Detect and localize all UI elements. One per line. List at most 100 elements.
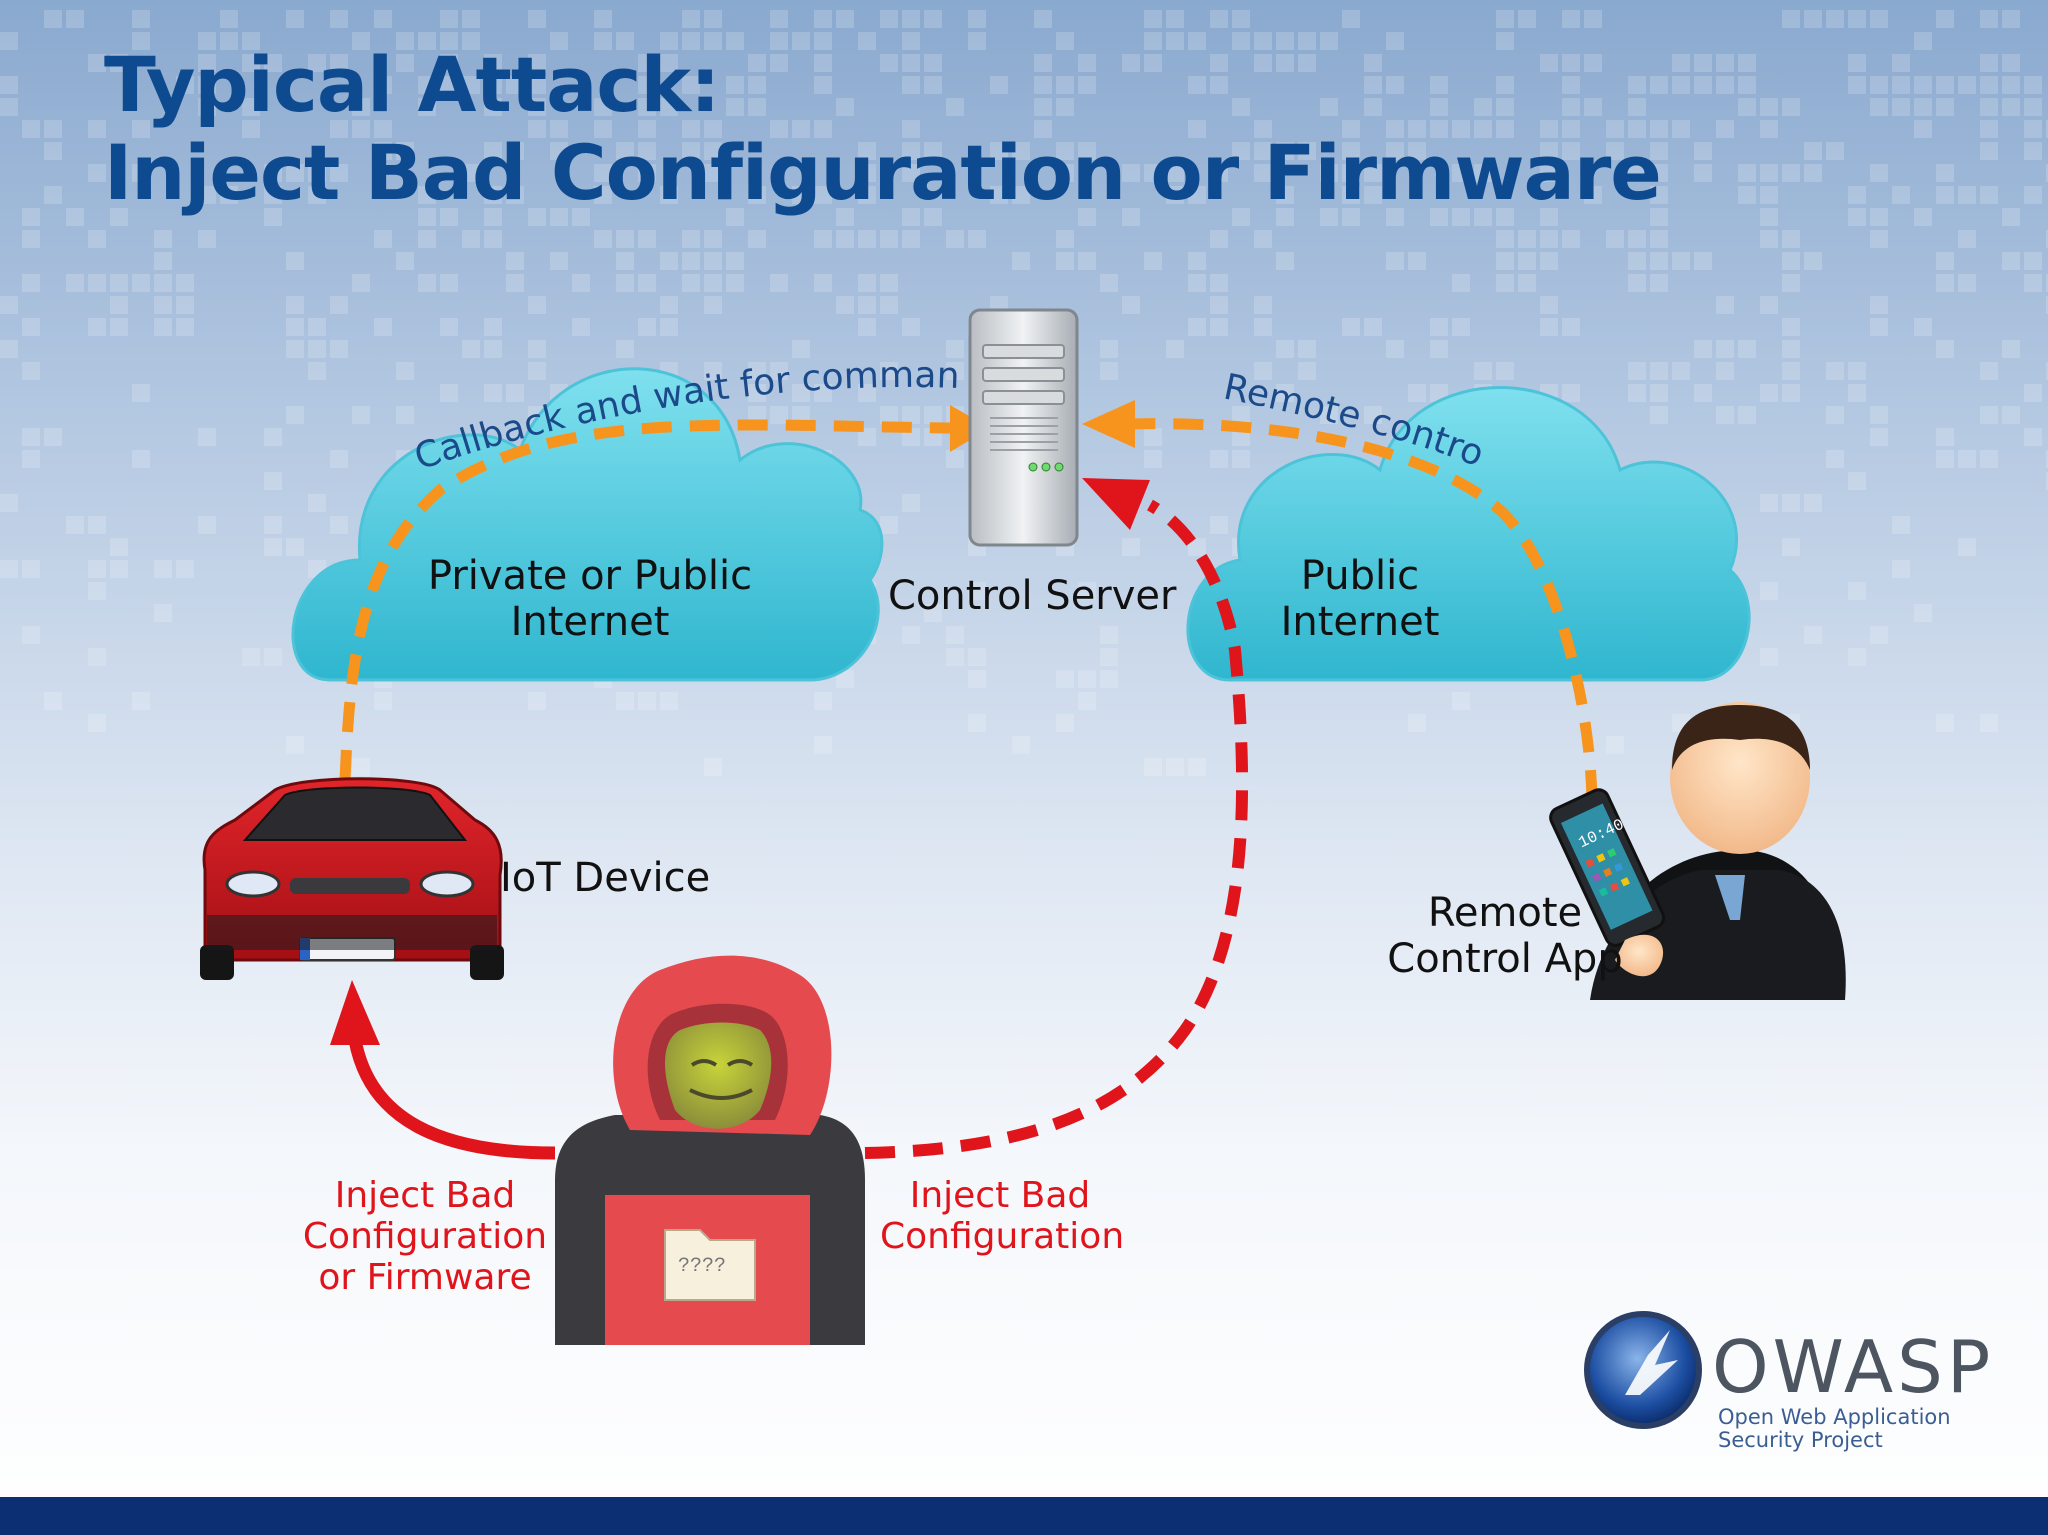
- background-grid-tile: [1496, 98, 1514, 116]
- background-grid-tile: [1540, 252, 1558, 270]
- background-grid-tile: [1562, 142, 1580, 160]
- background-grid-tile: [1848, 54, 1866, 72]
- slide-title-line2: Inject Bad Configuration or Firmware: [104, 128, 1662, 217]
- background-grid-tile: [352, 32, 370, 50]
- background-grid-tile: [1650, 362, 1668, 380]
- background-grid-tile: [528, 120, 546, 138]
- background-grid-tile: [528, 692, 546, 710]
- background-grid-tile: [1210, 450, 1228, 468]
- background-grid-tile: [836, 670, 854, 688]
- background-grid-tile: [1760, 648, 1778, 666]
- background-grid-tile: [1364, 76, 1382, 94]
- background-grid-tile: [22, 450, 40, 468]
- background-grid-tile: [1276, 32, 1294, 50]
- background-grid-tile: [792, 406, 810, 424]
- background-grid-tile: [330, 450, 348, 468]
- background-grid-tile: [1980, 98, 1998, 116]
- background-grid-tile: [22, 208, 40, 226]
- background-grid-tile: [638, 692, 656, 710]
- background-grid-tile: [1188, 274, 1206, 292]
- background-grid-tile: [814, 186, 832, 204]
- background-grid-tile: [154, 230, 172, 248]
- background-grid-tile: [1056, 164, 1074, 182]
- background-grid-tile: [2024, 98, 2042, 116]
- background-grid-tile: [1980, 362, 1998, 380]
- background-grid-tile: [1056, 98, 1074, 116]
- background-grid-tile: [1980, 406, 1998, 424]
- background-grid-tile: [1914, 32, 1932, 50]
- cloud-right-label: Public Internet: [1280, 553, 1440, 645]
- background-grid-tile: [1826, 362, 1844, 380]
- background-grid-tile: [1628, 120, 1646, 138]
- background-grid-tile: [1870, 428, 1888, 446]
- background-grid-tile: [1364, 54, 1382, 72]
- background-grid-tile: [66, 10, 84, 28]
- background-grid-tile: [1870, 98, 1888, 116]
- background-grid-tile: [1958, 538, 1976, 556]
- background-grid-tile: [880, 230, 898, 248]
- background-grid-tile: [660, 32, 678, 50]
- background-grid-tile: [1936, 340, 1954, 358]
- background-grid-tile: [418, 230, 436, 248]
- background-grid-tile: [902, 208, 920, 226]
- background-grid-tile: [1342, 142, 1360, 160]
- background-grid-tile: [1496, 76, 1514, 94]
- background-grid-tile: [748, 54, 766, 72]
- background-grid-tile: [1650, 406, 1668, 424]
- background-grid-tile: [1848, 582, 1866, 600]
- background-grid-tile: [1694, 76, 1712, 94]
- background-grid-tile: [704, 142, 722, 160]
- background-grid-tile: [1650, 230, 1668, 248]
- background-grid-tile: [176, 318, 194, 336]
- background-grid-tile: [1606, 142, 1624, 160]
- background-grid-tile: [1210, 274, 1228, 292]
- background-grid-tile: [1980, 714, 1998, 732]
- background-grid-tile: [352, 758, 370, 776]
- background-grid-tile: [352, 120, 370, 138]
- background-grid-tile: [1298, 142, 1316, 160]
- background-grid-tile: [1650, 76, 1668, 94]
- background-grid-tile: [792, 120, 810, 138]
- background-grid-tile: [858, 186, 876, 204]
- background-grid-tile: [682, 10, 700, 28]
- background-grid-tile: [1188, 120, 1206, 138]
- background-grid-tile: [66, 208, 84, 226]
- background-grid-tile: [1188, 32, 1206, 50]
- background-grid-tile: [1936, 98, 1954, 116]
- background-grid-tile: [924, 76, 942, 94]
- background-grid-tile: [1474, 120, 1492, 138]
- background-grid-tile: [132, 274, 150, 292]
- background-grid-tile: [154, 560, 172, 578]
- background-grid-tile: [1122, 538, 1140, 556]
- background-grid-tile: [1892, 76, 1910, 94]
- background-grid-tile: [1342, 10, 1360, 28]
- owasp-logo-subtitle1: Open Web Application: [1718, 1405, 1951, 1429]
- background-grid-tile: [1430, 76, 1448, 94]
- background-grid-tile: [1056, 670, 1074, 688]
- background-grid-tile: [308, 186, 326, 204]
- background-grid-tile: [1056, 76, 1074, 94]
- callback-arrow: [339, 419, 951, 781]
- background-grid-tile: [198, 32, 216, 50]
- background-grid-tile: [1474, 98, 1492, 116]
- background-grid-tile: [1034, 120, 1052, 138]
- background-grid-tile: [0, 296, 18, 314]
- background-grid-tile: [902, 406, 920, 424]
- background-grid-tile: [1936, 274, 1954, 292]
- background-grid-tile: [1936, 186, 1954, 204]
- background-grid-tile: [704, 230, 722, 248]
- background-grid-tile: [484, 98, 502, 116]
- background-grid-tile: [1166, 164, 1184, 182]
- background-grid-tile: [1914, 76, 1932, 94]
- background-grid-tile: [1782, 362, 1800, 380]
- background-grid-tile: [638, 142, 656, 160]
- background-grid-tile: [1584, 98, 1602, 116]
- background-grid-tile: [814, 230, 832, 248]
- background-grid-tile: [1804, 10, 1822, 28]
- background-grid-tile: [0, 340, 18, 358]
- background-grid-tile: [1848, 648, 1866, 666]
- cloud-private-public-internet: [291, 367, 884, 682]
- background-grid-tile: [1056, 32, 1074, 50]
- background-grid-tile: [990, 186, 1008, 204]
- background-grid-tile: [1430, 98, 1448, 116]
